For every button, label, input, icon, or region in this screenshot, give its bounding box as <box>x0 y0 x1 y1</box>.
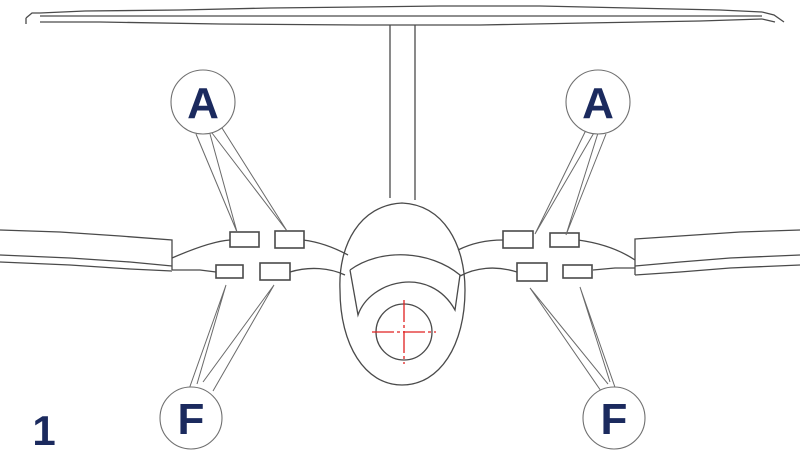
callout-a-right: A <box>565 69 631 135</box>
right-wing <box>457 229 800 277</box>
box-f-left-2 <box>259 262 291 281</box>
box-f-right-2 <box>562 264 593 279</box>
vertical-fin <box>389 25 416 200</box>
left-wing <box>0 229 349 276</box>
callout-a-left: A <box>170 69 236 135</box>
box-a-left-2 <box>274 230 305 249</box>
fuselage <box>339 202 466 386</box>
box-a-right-1 <box>502 230 534 249</box>
callout-f-right: F <box>582 386 646 450</box>
box-a-left-1 <box>229 231 260 248</box>
figure-number: 1 <box>32 407 55 454</box>
callout-label: F <box>601 395 628 444</box>
box-a-right-2 <box>549 232 580 248</box>
callout-f-left: F <box>159 386 223 450</box>
leader-lines <box>187 127 618 394</box>
callout-label: A <box>187 79 219 128</box>
callout-label: F <box>178 395 205 444</box>
callout-label: A <box>582 79 614 128</box>
attachment-boxes <box>215 230 593 282</box>
box-f-left-1 <box>215 264 244 279</box>
box-f-right-1 <box>516 262 548 282</box>
horizontal-stabilizer <box>25 5 785 26</box>
